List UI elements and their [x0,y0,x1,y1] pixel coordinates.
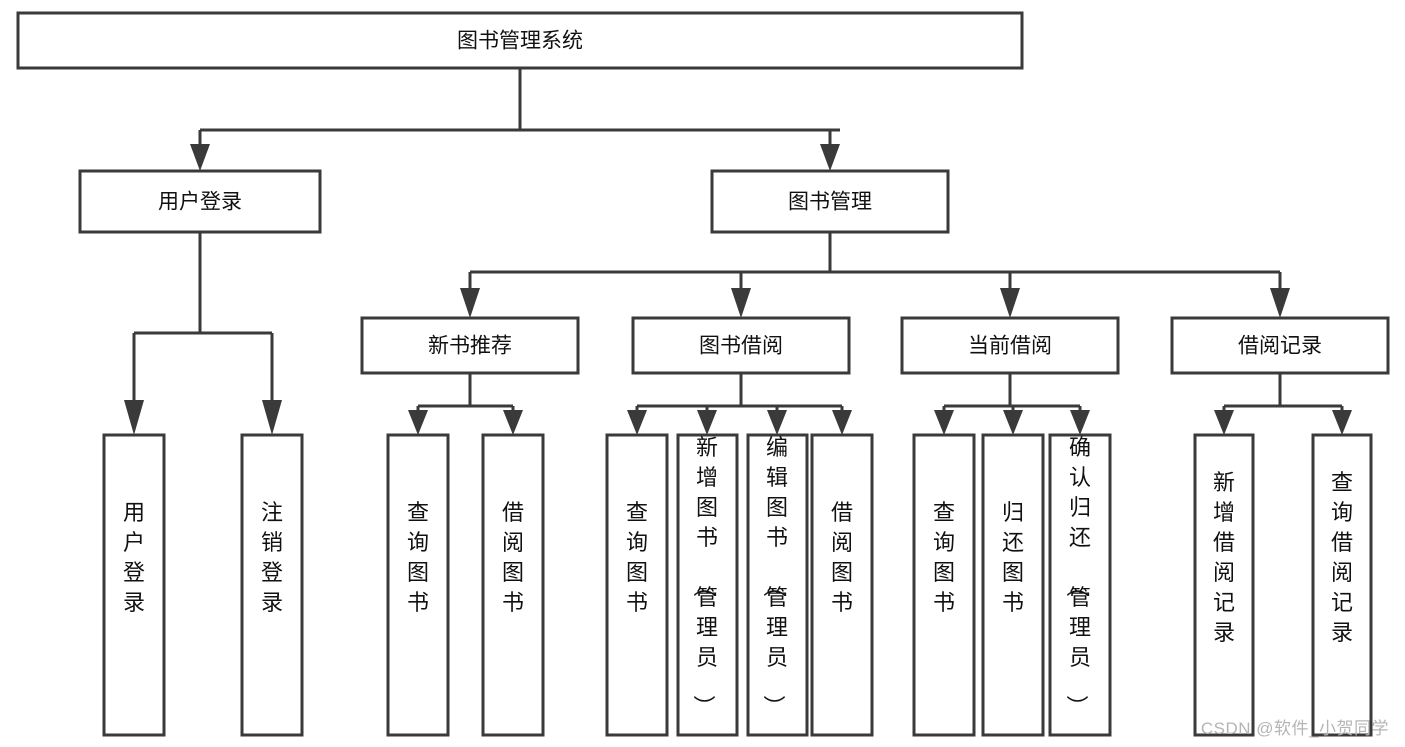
node-leaf-add-borrow-record[interactable]: 新增借阅记录 [1193,433,1255,737]
arrow-head-icon [1332,410,1352,435]
arrow-head-icon [731,288,751,318]
arrow-head-icon [934,410,954,435]
arrow-head-icon [460,288,480,318]
node-leaf-edit-book-admin-label: 编辑图书（管理员） [761,435,788,717]
node-user-login[interactable]: 用户登录 [78,169,322,234]
node-leaf-add-book-admin[interactable]: 新增图书（管理员） [676,433,739,737]
node-leaf-logout-label: 注销登录 [261,500,283,615]
node-leaf-query-book-2-label: 查询图书 [626,500,648,615]
node-book-borrow[interactable]: 图书借阅 [631,316,851,375]
node-root-label: 图书管理系统 [457,30,583,53]
arrow-head-icon [832,410,852,435]
connector-book-mgmt-to-level3 [460,232,1290,318]
node-leaf-return-book-label: 归还图书 [1002,500,1024,615]
node-new-book-recommend-box[interactable] [360,316,580,375]
node-new-book-recommend[interactable]: 新书推荐 [360,316,580,375]
node-leaf-confirm-return-admin-label: 确认归还（管理员） [1064,435,1091,717]
node-leaf-add-book-admin-box[interactable] [676,433,739,737]
node-book-borrow-label: 图书借阅 [699,335,783,358]
node-borrow-records[interactable]: 借阅记录 [1170,316,1390,375]
node-leaf-query-borrow-record[interactable]: 查询借阅记录 [1311,433,1373,737]
arrow-head-icon [820,144,840,171]
node-current-borrow[interactable]: 当前借阅 [900,316,1120,375]
node-new-book-recommend-label: 新书推荐 [428,335,512,358]
node-leaf-confirm-return-admin[interactable]: 确认归还（管理员） [1048,433,1112,737]
node-leaf-query-book-2[interactable]: 查询图书 [605,433,669,737]
node-leaf-add-borrow-record-label: 新增借阅记录 [1213,470,1235,645]
connector-current-borrow-to-leaves [934,373,1090,435]
arrow-head-icon [190,144,210,171]
node-leaf-add-book-admin-label: 新增图书（管理员） [691,435,718,717]
node-leaf-user-login-box[interactable] [102,433,166,737]
node-book-management-label: 图书管理 [788,191,872,214]
connector-new-book-to-leaves [408,373,523,435]
node-leaf-query-book-1-label: 查询图书 [407,500,429,615]
node-book-management-box[interactable] [710,169,950,234]
arrow-head-icon [1270,288,1290,318]
node-user-login-label: 用户登录 [158,191,242,214]
arrow-head-icon [1070,410,1090,435]
node-leaf-query-book-3-label: 查询图书 [933,500,955,615]
arrow-head-icon [1000,288,1020,318]
connector-root-to-level2 [190,68,840,171]
node-root[interactable]: 图书管理系统 [16,11,1024,70]
node-leaf-query-borrow-record-box[interactable] [1311,433,1373,737]
node-leaf-query-book-3-box[interactable] [912,433,976,737]
node-leaf-logout-box[interactable] [240,433,304,737]
arrow-head-icon [767,410,787,435]
arrow-head-icon [124,400,144,435]
node-leaf-borrow-book-2-box[interactable] [810,433,874,737]
node-current-borrow-label: 当前借阅 [968,335,1052,358]
node-user-login-box[interactable] [78,169,322,234]
connector-borrow-to-leaves [627,373,852,435]
node-leaf-return-book-box[interactable] [981,433,1045,737]
node-borrow-records-box[interactable] [1170,316,1390,375]
arrow-head-icon [1003,410,1023,435]
connector-user-login-to-leaves [124,232,282,435]
node-leaf-add-borrow-record-box[interactable] [1193,433,1255,737]
node-leaf-edit-book-admin-box[interactable] [746,433,809,737]
node-root-box[interactable] [16,11,1024,70]
node-book-borrow-box[interactable] [631,316,851,375]
node-leaf-query-book-2-box[interactable] [605,433,669,737]
node-current-borrow-box[interactable] [900,316,1120,375]
arrow-head-icon [503,410,523,435]
node-leaf-logout[interactable]: 注销登录 [240,433,304,737]
node-leaf-query-book-3[interactable]: 查询图书 [912,433,976,737]
arrow-head-icon [1214,410,1234,435]
node-leaf-user-login-label: 用户登录 [123,500,145,615]
node-leaf-borrow-book-1-label: 借阅图书 [502,500,524,615]
connector-records-to-leaves [1214,373,1352,435]
node-leaf-borrow-book-2-label: 借阅图书 [831,500,853,615]
arrow-head-icon [697,410,717,435]
node-leaf-user-login[interactable]: 用户登录 [102,433,166,737]
node-leaf-query-book-1[interactable]: 查询图书 [386,433,450,737]
node-leaf-edit-book-admin[interactable]: 编辑图书（管理员） [746,433,809,737]
arrow-head-icon [262,400,282,435]
node-leaf-query-book-1-box[interactable] [386,433,450,737]
arrow-head-icon [627,410,647,435]
node-leaf-query-borrow-record-label: 查询借阅记录 [1331,470,1353,645]
node-leaf-borrow-book-2[interactable]: 借阅图书 [810,433,874,737]
arrow-head-icon [408,410,428,435]
node-leaf-borrow-book-1[interactable]: 借阅图书 [481,433,545,737]
node-leaf-borrow-book-1-box[interactable] [481,433,545,737]
node-leaf-confirm-return-admin-box[interactable] [1048,433,1112,737]
node-book-management[interactable]: 图书管理 [710,169,950,234]
node-leaf-return-book[interactable]: 归还图书 [981,433,1045,737]
node-borrow-records-label: 借阅记录 [1238,335,1322,358]
